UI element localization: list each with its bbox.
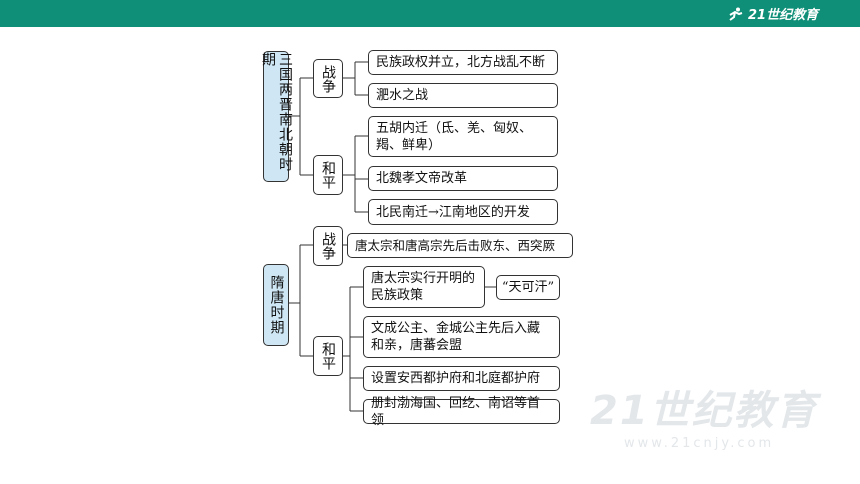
- event-box: 五胡内迁（氐、羌、匈奴、羯、鲜卑）: [368, 116, 558, 157]
- event-box: 文成公主、金城公主先后入藏和亲，唐蕃会盟: [363, 316, 560, 358]
- brand-logo: 21世纪教育: [728, 4, 818, 23]
- watermark: 21世纪教育 www.21cnjy.com: [590, 378, 818, 451]
- category-war: 战争: [313, 226, 343, 266]
- category-peace: 和平: [313, 155, 343, 195]
- event-box: 唐太宗和唐高宗先后击败东、西突厥: [347, 233, 573, 258]
- runner-logo-icon: [729, 7, 743, 21]
- era-title-suitang: 隋唐时期: [263, 264, 289, 346]
- era-title-sanguo: 三国两晋南北朝时期: [260, 51, 293, 182]
- event-box: 唐太宗实行开明的民族政策: [363, 266, 485, 308]
- event-box: 设置安西都护府和北庭都护府: [363, 366, 560, 391]
- event-box: 淝水之战: [368, 83, 558, 108]
- category-war: 战争: [313, 59, 343, 98]
- brand-logo-text: 21世纪教育: [748, 8, 819, 23]
- tian-ke-han-box: “天可汗”: [496, 275, 560, 300]
- event-box: 北魏孝文帝改革: [368, 166, 558, 191]
- category-peace-label: 和平: [320, 161, 336, 189]
- watermark-logo: 21世纪教育: [590, 388, 818, 434]
- event-box: 民族政权并立，北方战乱不断: [368, 50, 558, 75]
- event-box: 册封渤海国、回纥、南诏等首领: [363, 396, 560, 428]
- category-peace-label: 和平: [320, 342, 336, 370]
- event-box: 北民南迁→江南地区的开发: [368, 199, 558, 225]
- category-war-label: 战争: [320, 64, 336, 93]
- top-banner: [0, 0, 860, 27]
- category-peace: 和平: [313, 336, 343, 376]
- watermark-url: www.21cnjy.com: [624, 436, 775, 451]
- category-war-label: 战争: [320, 232, 336, 260]
